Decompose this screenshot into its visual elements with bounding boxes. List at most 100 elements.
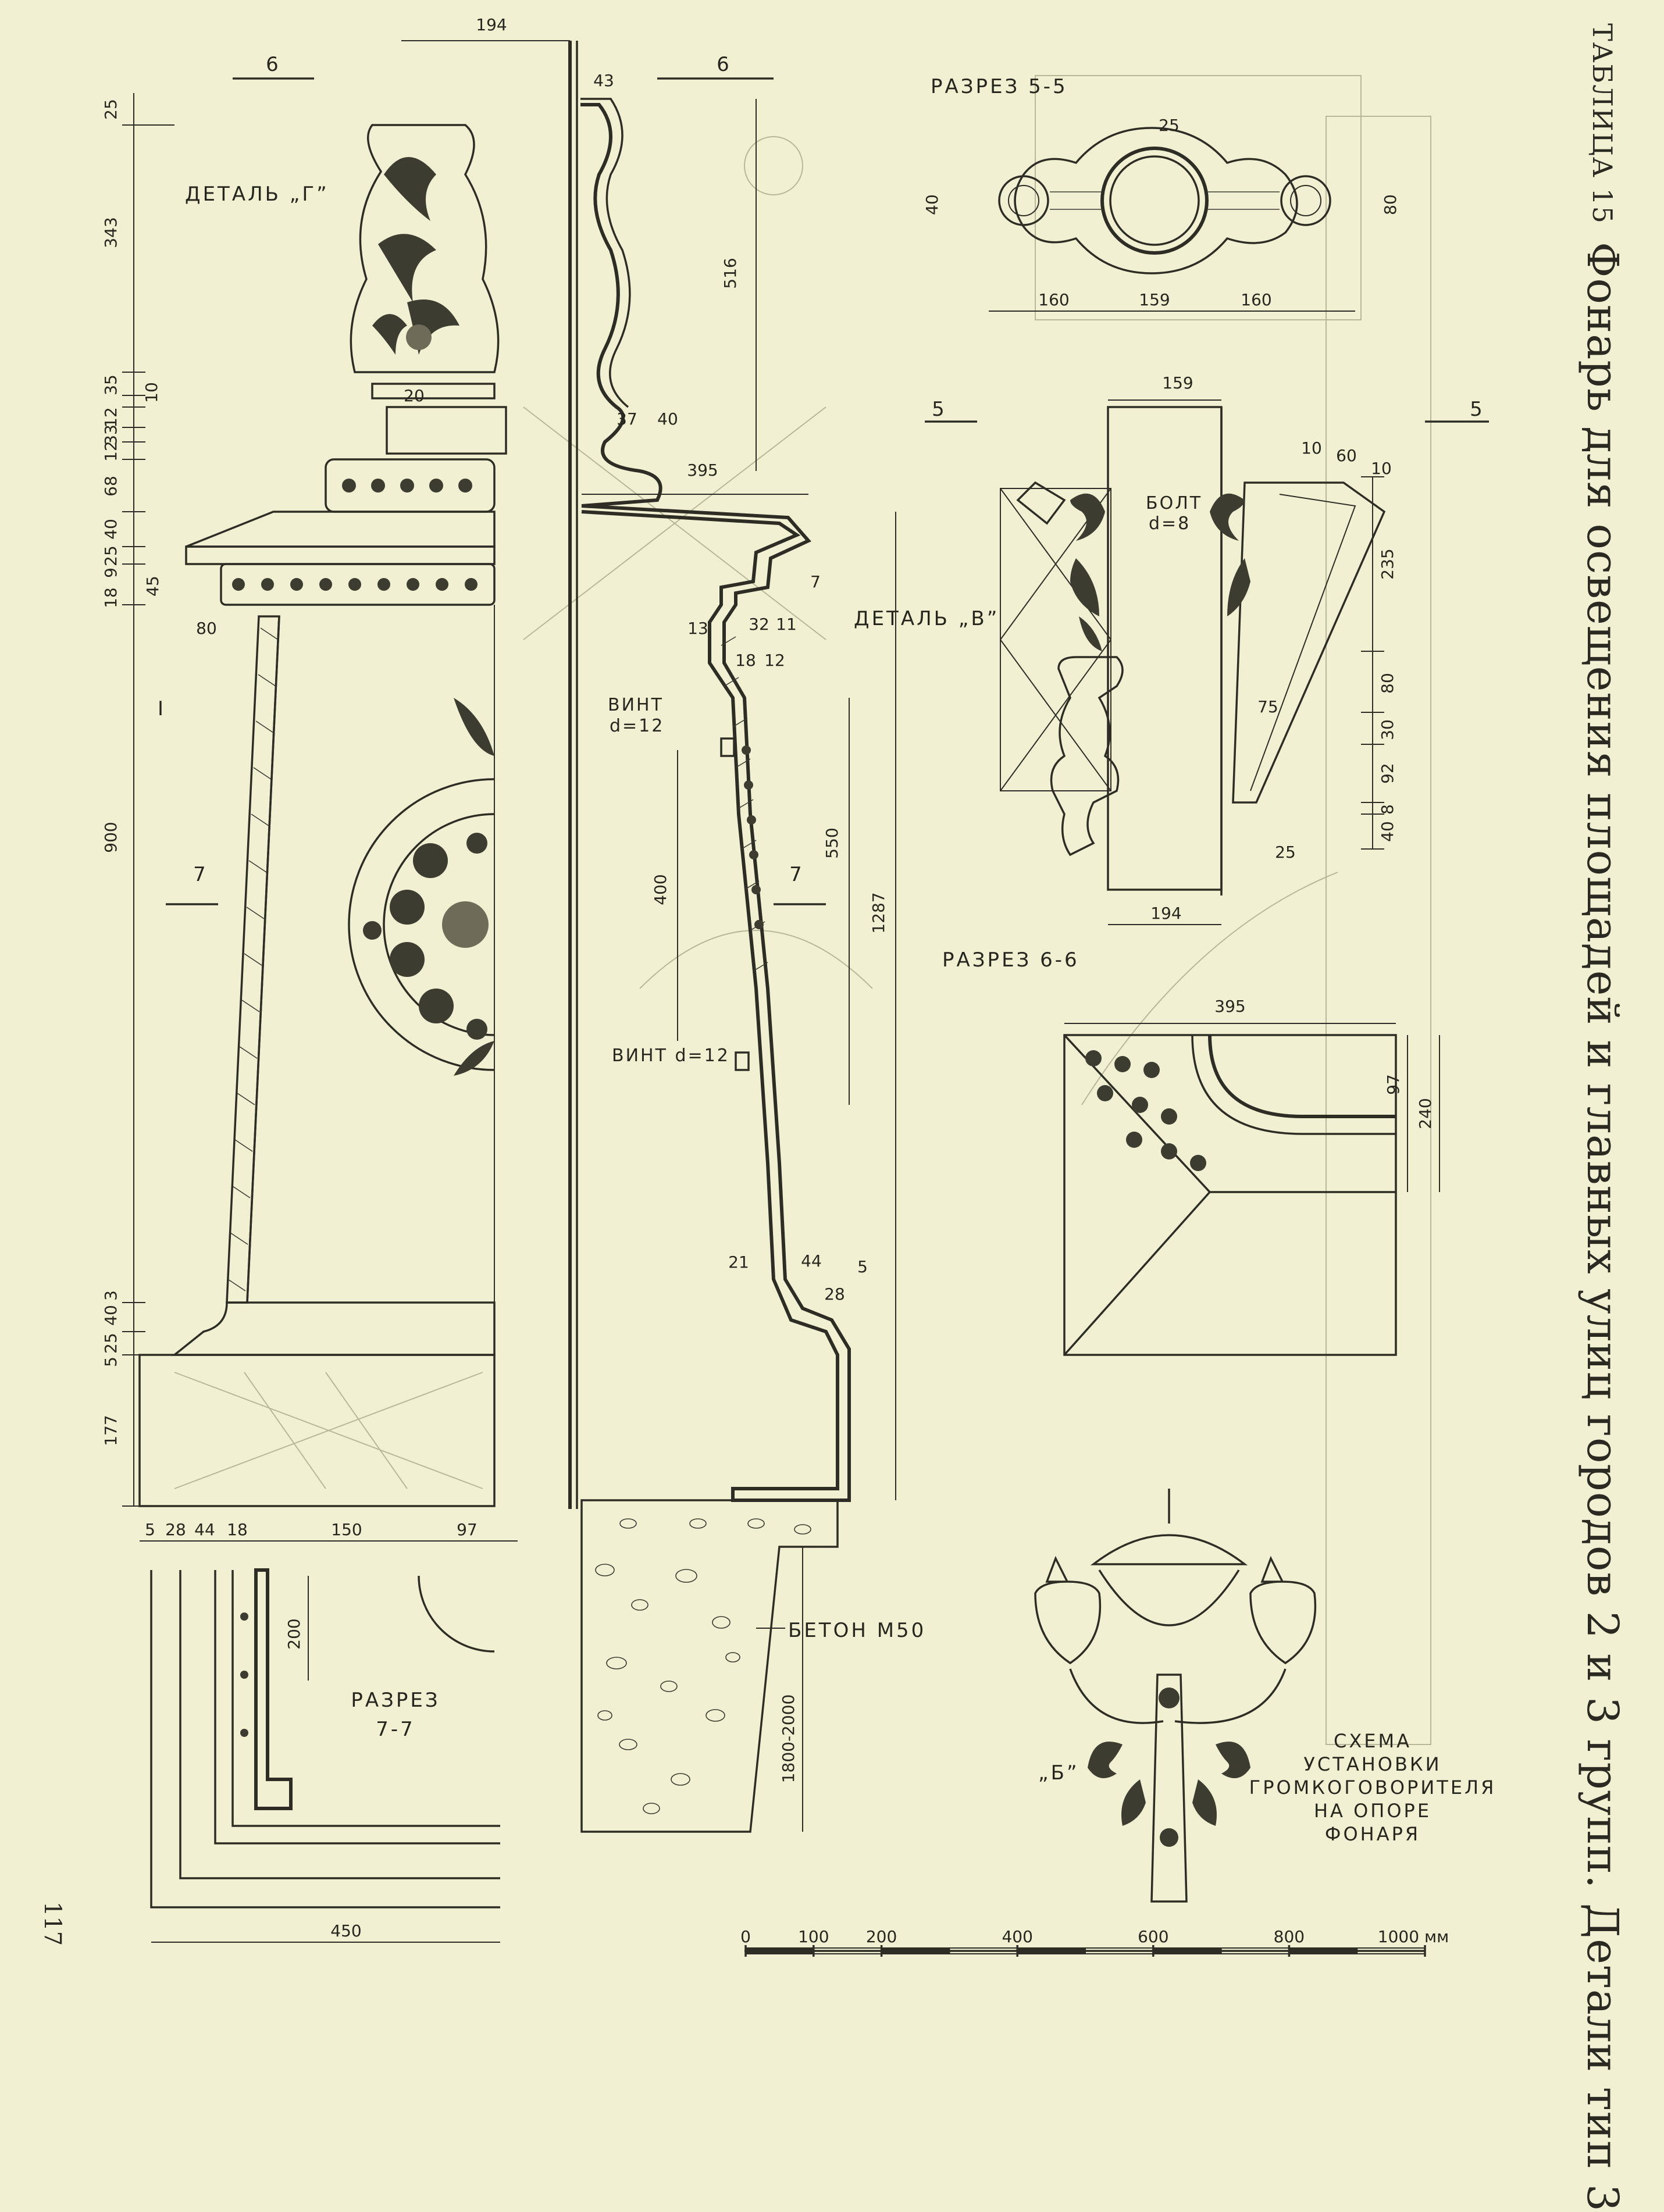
cut-mark-5-right: 5	[1470, 398, 1485, 421]
page-title: Фонарь для освещения площадей и главных …	[1577, 241, 1627, 2212]
acanthus-ornament	[372, 157, 459, 355]
label-section-55: РАЗРЕЗ 5-5	[931, 75, 1068, 98]
bead-ornament-1	[342, 479, 472, 493]
dim-55-80: 80	[1381, 194, 1400, 215]
dim-66-75: 75	[1257, 697, 1278, 716]
scale-tick-400: 400	[1002, 1927, 1032, 1946]
dim-corner-240: 240	[1416, 1098, 1435, 1129]
technical-drawing: 25 343 35 10 12 33 12 68 40 25 9 18 45 9…	[101, 15, 1494, 1957]
dim-21: 21	[728, 1253, 749, 1272]
dim-13: 13	[687, 619, 708, 638]
mark-one: I	[158, 697, 166, 720]
dim-55-40: 40	[922, 194, 942, 215]
column-elevation	[138, 41, 578, 1509]
ghost-background	[523, 75, 1431, 1745]
scale-bar: 0 100 200 400 600 800 1000 мм	[740, 1927, 1449, 1957]
scale-segment	[1356, 1947, 1426, 1954]
dim-43: 43	[593, 71, 614, 90]
scale-tick-1000: 1000 мм	[1378, 1927, 1449, 1946]
scale-tick-200: 200	[866, 1927, 897, 1946]
medallion-ornament	[363, 698, 494, 1076]
label-detail-g: ДЕТАЛЬ „Г”	[185, 183, 329, 206]
scale-segment	[1288, 1947, 1358, 1954]
cut-mark-7-right: 7	[789, 863, 804, 886]
bracket-scroll-right	[1210, 493, 1250, 616]
dim-66-194: 194	[1150, 904, 1181, 923]
dim-12a: 12	[101, 407, 120, 428]
cut-mark-6-left: 6	[266, 53, 281, 76]
dim-343: 343	[101, 217, 120, 248]
label-detail-v: ДЕТАЛЬ „В”	[854, 607, 999, 630]
lantern-scroll-ornament	[1088, 1687, 1250, 1847]
dim-66-8: 8	[1378, 804, 1397, 815]
section-5-5: РАЗРЕЗ 5-5 25 40 80 160 159 160	[922, 75, 1400, 312]
dim-25: 25	[101, 99, 120, 120]
cut-mark-6-right: 6	[717, 53, 732, 76]
dim-66-235: 235	[1378, 548, 1397, 579]
dim-depth: 1800-2000	[779, 1694, 798, 1783]
scale-segment	[1017, 1947, 1086, 1954]
dim-28-profile: 28	[824, 1285, 845, 1304]
dim-516: 516	[721, 258, 740, 288]
scheme-line-2: УСТАНОВКИ	[1303, 1753, 1441, 1775]
scheme-line-1: СХЕМА	[1334, 1730, 1412, 1752]
dim-corner-97: 97	[1384, 1074, 1403, 1095]
dim-45: 45	[143, 576, 162, 597]
label-screw2: ВИНТ d=12	[612, 1046, 730, 1066]
dim-9: 9	[101, 568, 120, 578]
dim-44-profile: 44	[801, 1251, 822, 1271]
dim-77-18: 18	[227, 1520, 248, 1539]
dim-66-10b: 10	[1371, 459, 1392, 478]
dim-12-profile: 12	[764, 651, 785, 670]
label-section-77-b: 7-7	[376, 1718, 415, 1741]
dim-177: 177	[101, 1415, 120, 1446]
dim-35: 35	[101, 374, 120, 395]
section-6-6: 159 5 5 БОЛТ d=8 10 60 10 235 80 75 30	[925, 373, 1489, 972]
cut-mark-5-left: 5	[932, 398, 947, 421]
dim-40-profile: 40	[657, 409, 678, 429]
scale-tick-100: 100	[798, 1927, 829, 1946]
dim-10: 10	[142, 382, 161, 403]
dim-80-left: 80	[196, 619, 217, 638]
dim-77-5: 5	[145, 1520, 155, 1539]
dim-3: 3	[101, 1290, 120, 1301]
dim-18-profile: 18	[735, 651, 756, 670]
dim-7: 7	[810, 572, 821, 591]
drawing-sheet: 25 343 35 10 12 33 12 68 40 25 9 18 45 9…	[39, 15, 1646, 2212]
dim-77-97: 97	[457, 1520, 478, 1539]
lantern-scheme: „Б” СХЕМА УСТАНОВКИ ГРОМКОГОВОРИТЕЛЯ НА …	[1034, 1489, 1494, 1903]
dim-40b: 40	[101, 1305, 120, 1326]
dim-12b: 12	[101, 441, 120, 462]
dim-66-25: 25	[1275, 843, 1296, 862]
dim-37: 37	[617, 409, 637, 429]
concrete-aggregate	[595, 1518, 811, 1814]
dim-66-30: 30	[1378, 719, 1397, 740]
dim-18: 18	[101, 587, 120, 608]
scheme-line-4: НА ОПОРЕ	[1314, 1800, 1431, 1822]
dim-33: 33	[101, 424, 120, 445]
page-number: 117	[39, 1901, 66, 1946]
dim-32: 32	[749, 615, 769, 634]
scale-tick-800: 800	[1274, 1927, 1305, 1946]
dim-77-44: 44	[194, 1520, 215, 1539]
top-annotations-left: 194 43 6 6 ДЕТАЛЬ „Г” 20 80 7 I	[158, 15, 774, 905]
scale-marks	[744, 1945, 1426, 1957]
dim-66-80: 80	[1378, 673, 1397, 694]
scale-tick-0: 0	[740, 1927, 751, 1946]
dim-5-profile: 5	[857, 1257, 868, 1276]
scale-segment	[1152, 1947, 1222, 1954]
profile-beads	[742, 745, 764, 929]
dim-55-25: 25	[1159, 116, 1180, 135]
dim-194-top: 194	[476, 15, 507, 34]
scheme-line-5: ФОНАРЯ	[1325, 1823, 1420, 1845]
bead-ornament-2	[232, 578, 478, 591]
dim-77-150: 150	[331, 1520, 362, 1539]
dim-66-60: 60	[1336, 446, 1357, 465]
label-concrete: БЕТОН М50	[788, 1619, 926, 1642]
profile-section: 516 37 40 395 7 13 32 11 18 12 ДЕТАЛЬ „В…	[580, 98, 999, 1502]
dim-55-159: 159	[1139, 290, 1170, 309]
title-block: ТАБЛИЦА 15 Фонарь для освещения площадей…	[1559, 23, 1646, 2212]
dim-55-160a: 160	[1038, 290, 1069, 309]
label-section-66: РАЗРЕЗ 6-6	[942, 948, 1079, 972]
dim-550: 550	[822, 827, 842, 858]
